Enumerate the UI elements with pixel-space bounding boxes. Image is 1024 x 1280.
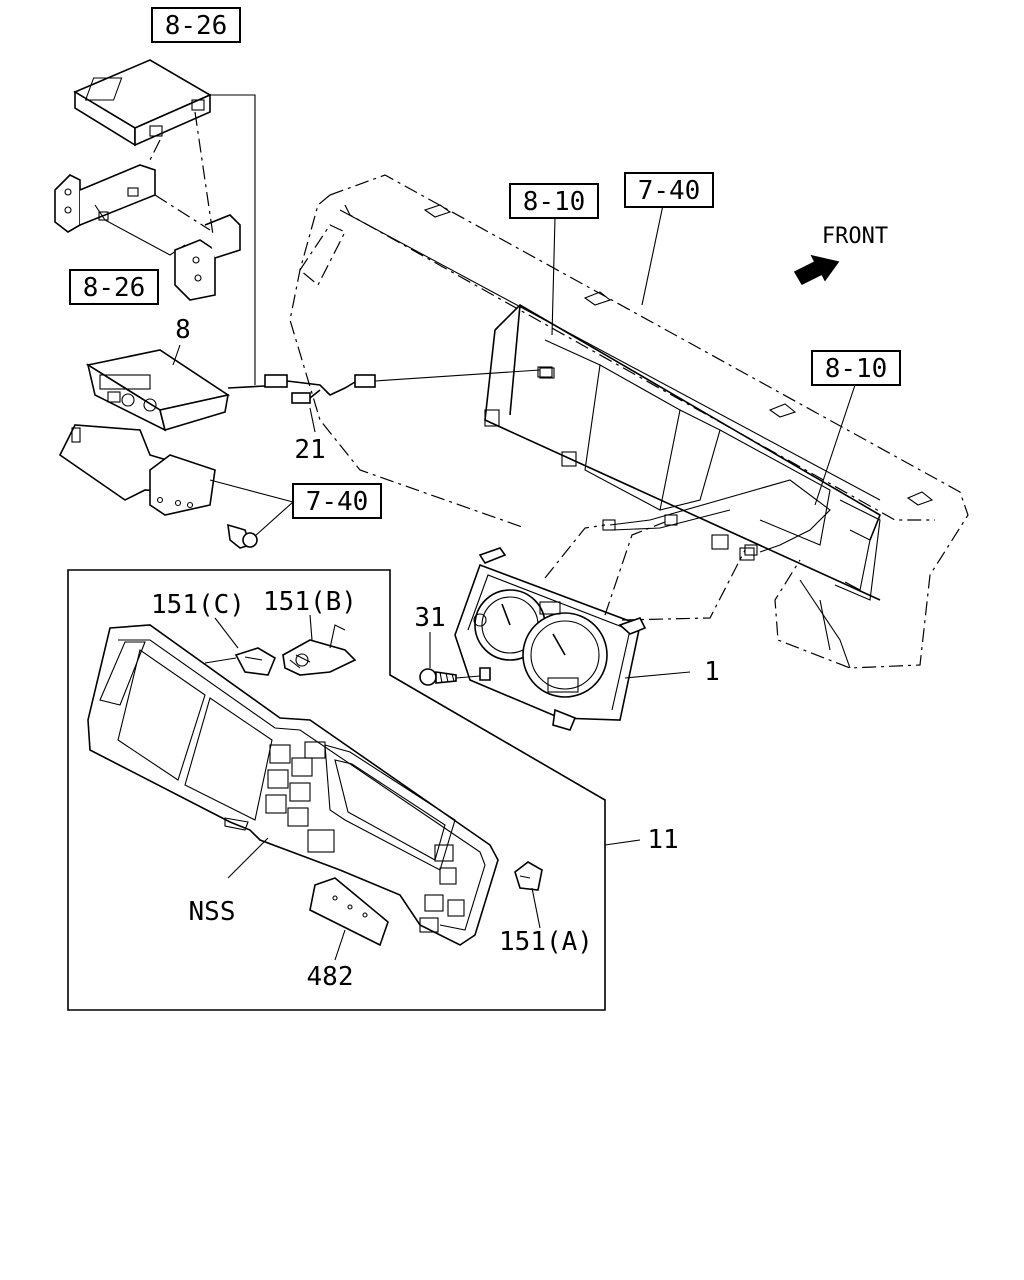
ref-label-right: 8-10 xyxy=(825,354,888,384)
label-clip-a: 151(A) xyxy=(499,927,593,957)
bolt xyxy=(227,523,258,549)
ref-box-dash xyxy=(624,172,714,208)
label-screw: 31 xyxy=(414,603,445,633)
clip-c xyxy=(204,617,277,676)
meter-cluster xyxy=(454,547,647,731)
ref-box-right xyxy=(811,350,901,386)
ref-box-top xyxy=(151,7,241,43)
plate xyxy=(309,877,389,961)
audio-bracket xyxy=(58,424,216,516)
wiring-harness-dashboard xyxy=(602,479,831,556)
kit-box xyxy=(67,569,641,1011)
cluster-bezel xyxy=(87,624,499,946)
clip-b xyxy=(282,614,357,676)
audio-unit xyxy=(85,349,231,432)
module-bracket xyxy=(54,164,241,301)
direction-label: FRONT xyxy=(822,224,888,249)
clip-a xyxy=(514,861,543,929)
ref-label-bracket: 8-26 xyxy=(83,273,146,303)
sub-harness xyxy=(227,366,553,433)
label-nss: NSS xyxy=(189,897,236,927)
control-module xyxy=(73,59,212,147)
ref-label-center: 8-10 xyxy=(523,187,586,217)
ref-box-screw xyxy=(292,483,382,519)
ref-box-bracket xyxy=(69,269,159,305)
label-clip-c: 151(C) xyxy=(151,590,245,620)
label-clip-b: 151(B) xyxy=(263,587,357,617)
ref-label-dash: 7-40 xyxy=(638,176,701,206)
label-plate: 482 xyxy=(307,962,354,992)
ref-label-top: 8-26 xyxy=(165,11,228,41)
front-arrow-icon xyxy=(793,254,840,286)
label-unit: 8 xyxy=(175,315,191,345)
label-kit: 11 xyxy=(647,825,678,855)
screw xyxy=(419,632,481,686)
ref-label-screw: 7-40 xyxy=(306,487,369,517)
label-harness: 21 xyxy=(294,435,325,465)
ref-box-center xyxy=(509,183,599,219)
label-meter: 1 xyxy=(704,657,720,687)
dashboard-panel xyxy=(289,174,969,669)
